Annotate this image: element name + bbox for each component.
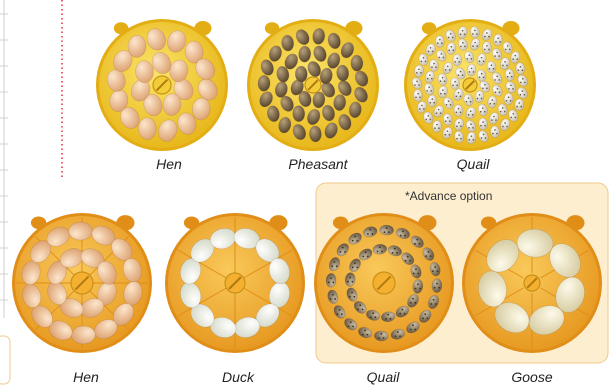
advance-option-label: *Advance option [405, 189, 492, 203]
sidebar-fragment [0, 0, 10, 384]
egg [427, 95, 437, 107]
egg [309, 126, 322, 142]
caption-bottom-duck: Duck [183, 369, 293, 385]
egg [295, 66, 308, 82]
egg [69, 222, 93, 241]
egg [482, 42, 491, 54]
caption-bottom-goose: Goose [477, 369, 587, 385]
tray-bottom-hen [12, 213, 152, 353]
caption-bottom-hen: Hen [31, 369, 141, 385]
caption-bottom-quail: Quail [328, 369, 438, 385]
caption-top-hen: Hen [114, 156, 224, 172]
egg [478, 118, 487, 130]
tray-top-hen [96, 19, 228, 151]
egg [452, 54, 462, 66]
egg [71, 326, 95, 345]
tray-top-quail [404, 19, 536, 151]
tray-bottom-goose [462, 213, 602, 353]
caption-top-quail: Quail [418, 156, 528, 172]
tray-bottom-quail [314, 213, 454, 353]
egg [435, 35, 444, 47]
caption-top-pheasant: Pheasant [263, 156, 373, 172]
tray-top-pheasant [247, 19, 379, 151]
tray-bottom-duck [165, 213, 305, 353]
egg [450, 77, 459, 89]
egg [292, 105, 305, 121]
egg [490, 126, 499, 138]
egg [432, 120, 442, 132]
egg [454, 104, 463, 116]
egg [351, 55, 363, 71]
